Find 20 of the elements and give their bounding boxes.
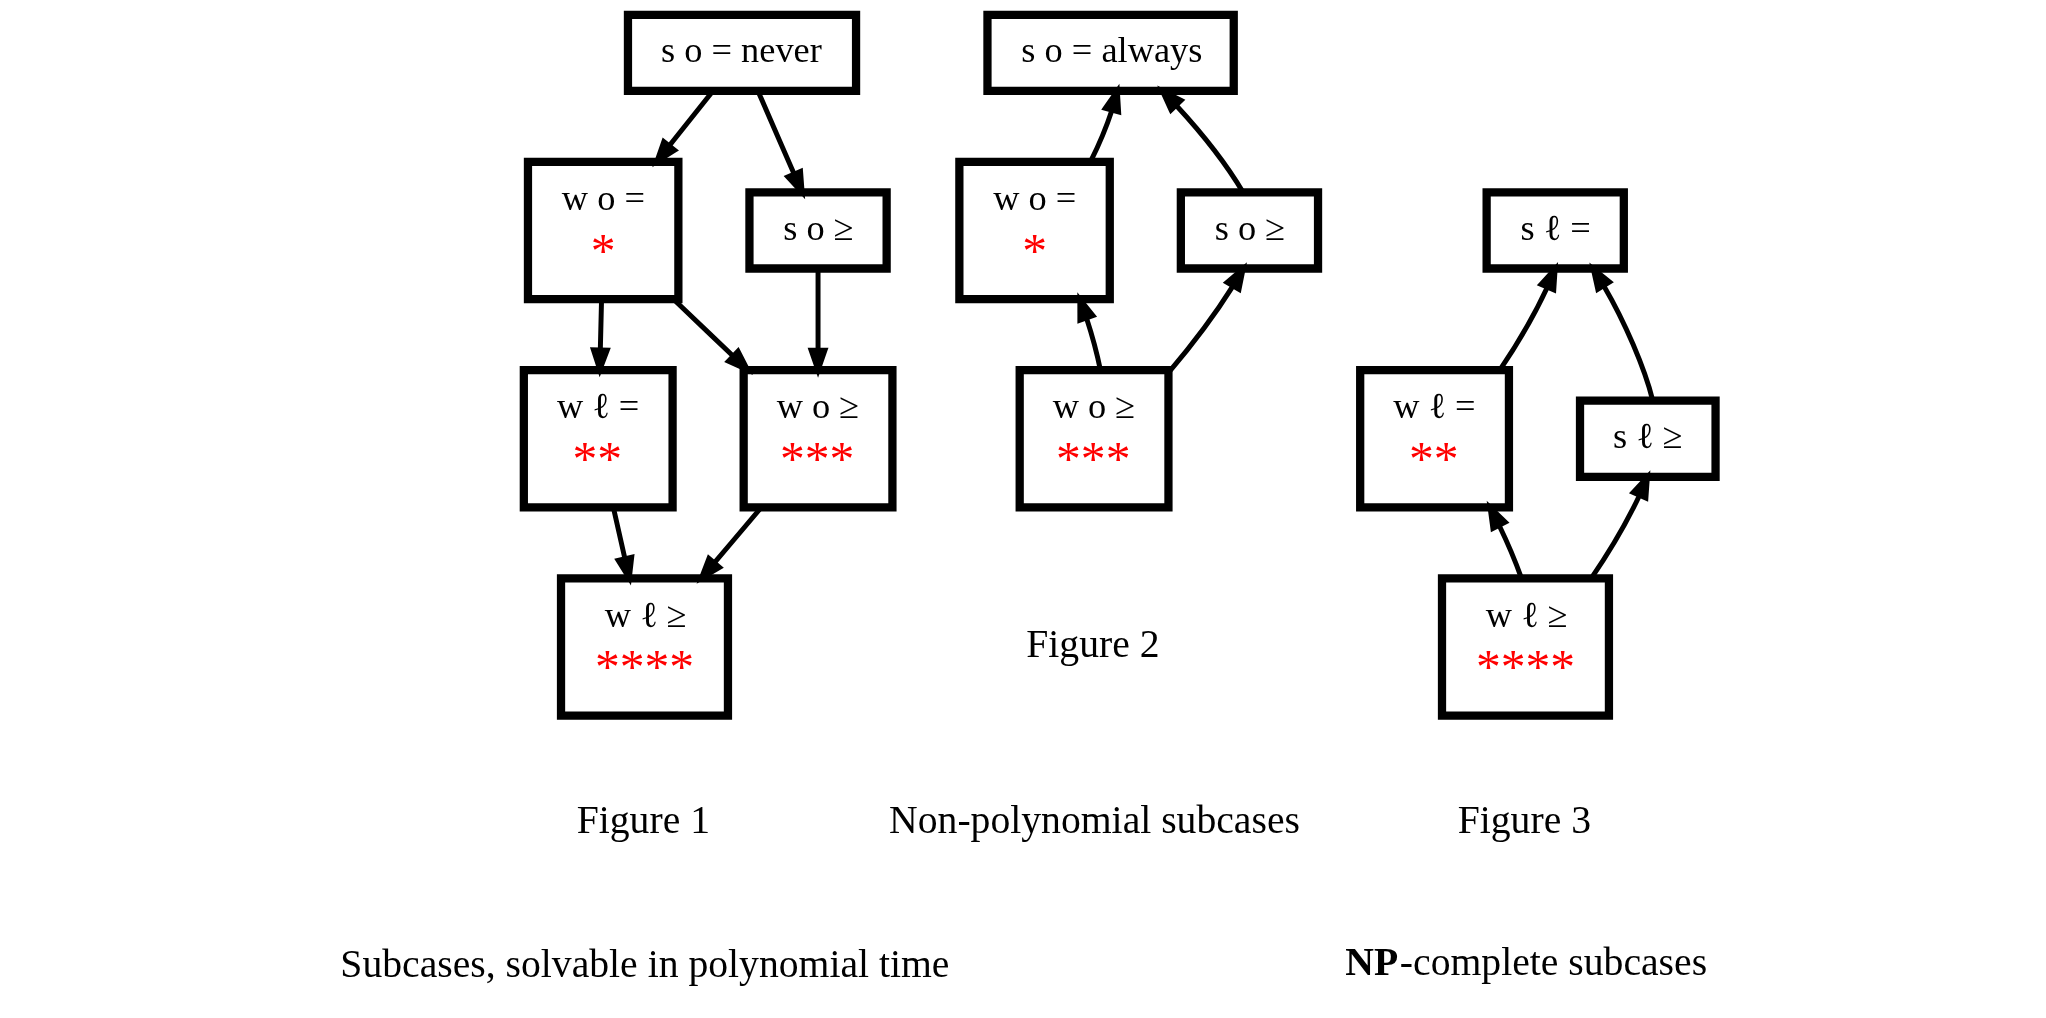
node-box: w ℓ ≥ **** (1437, 574, 1614, 720)
label: NP-complete subcases (1345, 940, 1708, 985)
node-box: s o ≥ (745, 188, 891, 273)
node-box: s ℓ ≥ (1575, 396, 1720, 481)
label: Subcases, solvable in polynomial time (340, 942, 950, 987)
node-box: w o ≥ *** (1015, 366, 1173, 512)
node-box: s ℓ = (1482, 188, 1628, 273)
node-box: w ℓ = ** (1356, 366, 1514, 512)
label: Figure 1 (576, 798, 711, 843)
label: Non-polynomial subcases (889, 798, 1300, 843)
label: Figure 3 (1457, 798, 1591, 843)
node-box: w ℓ = ** (519, 366, 677, 512)
node-box: w ℓ ≥ **** (556, 574, 733, 720)
node-box: w o ≥ *** (739, 366, 897, 512)
node-box: s o = always (983, 10, 1238, 95)
node-box: w o = * (523, 157, 683, 304)
label: Figure 2 (1026, 622, 1160, 667)
node-box: w o = * (955, 157, 1114, 304)
node-box: s o ≥ (1176, 188, 1323, 273)
node-box: s o = never (623, 10, 861, 95)
